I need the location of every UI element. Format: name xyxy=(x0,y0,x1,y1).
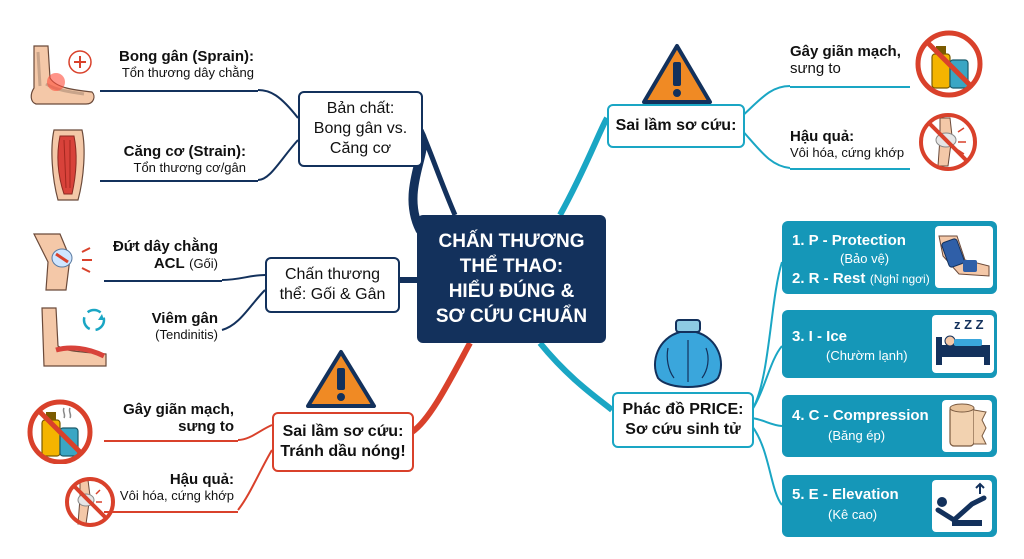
leaf-acl-title2: ACL xyxy=(153,255,185,272)
branch-knee-tendon: Chấn thương thể: Gối & Gân xyxy=(265,257,400,313)
sleep-zzz-text: z Z Z xyxy=(954,317,984,332)
muscle-strain-icon xyxy=(51,129,85,201)
leaf-underline xyxy=(790,168,910,170)
price-step-title: 2. R - Rest xyxy=(792,270,866,287)
leaf-tendinitis-title: Viêm gân xyxy=(151,310,218,327)
price-step-protection-rest: 1. P - Protection (Bảo vệ) 2. R - Rest (… xyxy=(782,221,997,294)
leaf-vasodilation-left: Gây giãn mạch, sưng to xyxy=(100,401,234,435)
leaf-sprain-title: Bong gân (Sprain): xyxy=(119,48,254,65)
ice-bag-icon xyxy=(654,319,722,388)
branch-mistake-left-line: Tránh dầu nóng! xyxy=(280,443,406,460)
branch-price-line: Phác đồ PRICE: xyxy=(622,401,744,418)
leaf-vasodilation-line: sưng to xyxy=(790,60,841,77)
leaf-consequence-subtitle: Vôi hóa, cứng khớp xyxy=(790,145,905,160)
leaf-tendinitis: Viêm gân (Tendinitis) xyxy=(100,310,218,342)
warning-triangle-icon xyxy=(306,350,376,408)
price-step-title: 1. P - Protection xyxy=(792,232,906,249)
no-calcified-joint-icon xyxy=(65,477,115,527)
central-topic-line: HIỂU ĐÚNG & xyxy=(448,281,575,302)
branch-mistake-left: Sai lầm sơ cứu: Tránh dầu nóng! xyxy=(272,412,414,472)
leaf-underline xyxy=(100,180,258,182)
price-step-subtitle: (Băng ép) xyxy=(828,428,886,443)
leaf-strain-title: Căng cơ (Strain): xyxy=(123,143,246,160)
branch-nature: Bản chất: Bong gân vs. Căng cơ xyxy=(298,91,423,167)
ankle-sprain-icon xyxy=(30,45,95,105)
leaf-sprain-subtitle: Tổn thương dây chằng xyxy=(121,65,254,80)
leaf-acl-title: Đứt dây chằng xyxy=(112,238,218,255)
warning-triangle-icon xyxy=(642,44,712,104)
branch-nature-line: Bong gân vs. xyxy=(313,120,408,137)
branch-price-line: Sơ cứu sinh tử xyxy=(625,421,741,438)
leaf-underline xyxy=(104,511,238,513)
bandage-roll-icon xyxy=(942,400,992,452)
tendinitis-leg-icon xyxy=(41,307,107,367)
leaf-acl: Đứt dây chằng ACL (Gối) xyxy=(100,238,218,273)
leaf-vasodilation-line: Gây giãn mạch, xyxy=(790,43,901,60)
leaf-consequence-title: Hậu quả: xyxy=(790,128,855,145)
price-step-subtitle: (Nghỉ ngơi) xyxy=(869,272,930,286)
leaf-sprain: Bong gân (Sprain): Tổn thương dây chằng xyxy=(96,48,254,80)
leaf-underline xyxy=(790,86,910,88)
leaf-strain: Căng cơ (Strain): Tổn thương cơ/gân xyxy=(96,143,246,175)
price-step-elevation: 5. E - Elevation (Kê cao) xyxy=(782,475,997,537)
leaf-vasodilation-right: Gây giãn mạch, sưng to xyxy=(790,43,910,77)
leaf-vasodilation-line: sưng to xyxy=(178,418,234,435)
branch-nature-line: Bản chất: xyxy=(326,100,395,117)
leaf-underline xyxy=(104,280,222,282)
leaf-consequence-subtitle: Vôi hóa, cứng khớp xyxy=(119,488,234,503)
price-step-subtitle: (Chườm lạnh) xyxy=(826,348,908,363)
leaf-tendinitis-subtitle: (Tendinitis) xyxy=(155,327,218,342)
no-hot-oil-icon xyxy=(915,30,983,98)
branch-mistake-right: Sai lầm sơ cứu: xyxy=(607,104,745,148)
leaf-underline xyxy=(100,90,258,92)
price-step-ice: 3. I - Ice (Chườm lạnh) z Z Z xyxy=(782,310,997,378)
price-step-r: 2. R - Rest (Nghỉ ngơi) xyxy=(792,270,930,288)
branch-mistake-left-line: Sai lầm sơ cứu: xyxy=(282,423,404,440)
acl-knee-icon xyxy=(33,233,92,291)
arm-brace-icon xyxy=(935,226,993,288)
leaf-acl-subtitle: (Gối) xyxy=(189,256,218,271)
central-topic-line: SƠ CỨU CHUẨN xyxy=(435,306,588,327)
no-hot-oil-icon xyxy=(27,399,93,464)
leaf-strain-subtitle: Tổn thương cơ/gân xyxy=(133,160,246,175)
branch-price: Phác đồ PRICE: Sơ cứu sinh tử xyxy=(612,392,754,448)
price-step-title: 5. E - Elevation xyxy=(792,486,899,503)
branch-knee-line: Chấn thương xyxy=(284,266,381,283)
price-step-subtitle: (Bảo vệ) xyxy=(840,251,890,266)
leaf-acl-second-line: ACL (Gối) xyxy=(100,255,218,273)
leaf-vasodilation-line: Gây giãn mạch, xyxy=(123,401,234,418)
leaf-underline xyxy=(104,440,238,442)
price-step-compression: 4. C - Compression (Băng ép) xyxy=(782,395,997,457)
price-step-title: 3. I - Ice xyxy=(792,328,848,345)
no-calcified-joint-icon xyxy=(919,113,977,171)
leaf-consequence-left: Hậu quả: Vôi hóa, cứng khớp xyxy=(110,471,234,503)
leaf-consequence-title: Hậu quả: xyxy=(169,471,234,488)
leaf-consequence-right: Hậu quả: Vôi hóa, cứng khớp xyxy=(790,128,915,160)
price-step-subtitle: (Kê cao) xyxy=(828,507,878,522)
branch-nature-line: Căng cơ xyxy=(329,140,392,157)
central-topic: CHẤN THƯƠNG THỂ THAO: HIỂU ĐÚNG & SƠ CỨU… xyxy=(417,215,606,343)
central-topic-line: CHẤN THƯƠNG xyxy=(438,231,585,252)
branch-knee-line: thể: Gối & Gân xyxy=(279,286,386,303)
leg-elevation-icon xyxy=(932,480,992,532)
resting-bed-icon: z Z Z xyxy=(932,315,994,373)
central-topic-line: THỂ THAO: xyxy=(459,256,564,277)
branch-mistake-right-line: Sai lầm sơ cứu: xyxy=(615,117,737,134)
price-step-title: 4. C - Compression xyxy=(792,407,929,424)
